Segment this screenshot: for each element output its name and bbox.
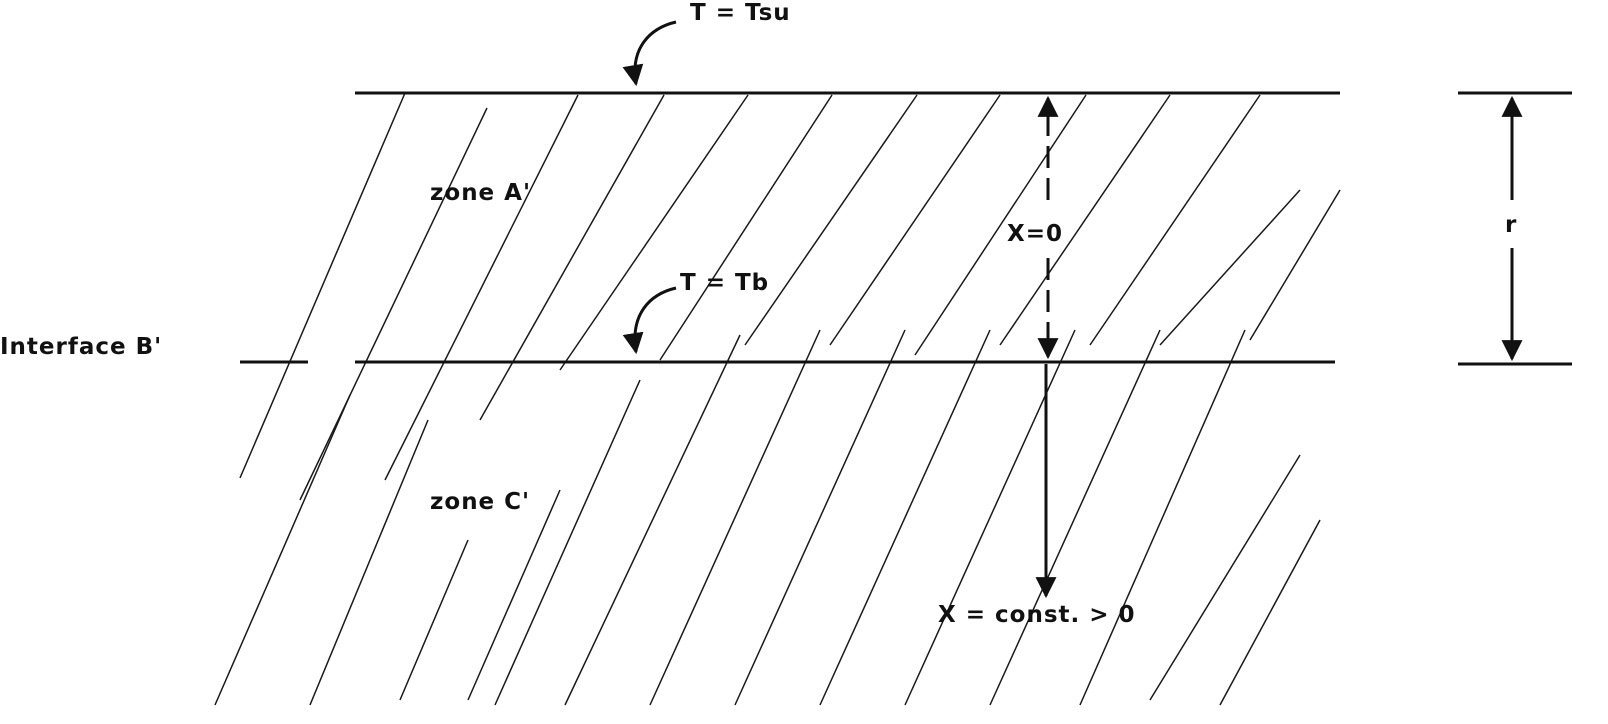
hatch-line [309, 419, 429, 706]
hatch-line [904, 329, 1076, 706]
zone-c-label: zone C' [430, 489, 530, 515]
hatch-line [467, 489, 561, 701]
hatch-line [829, 94, 1001, 346]
hatch-line [1149, 454, 1301, 701]
zone-a-label: zone A' [430, 180, 531, 206]
x-const-label: X = const. > 0 [938, 602, 1136, 628]
hatch-line [734, 329, 906, 706]
hatch-line [239, 92, 406, 479]
hatch-line [914, 94, 1087, 356]
hatch-line [1079, 329, 1246, 706]
hatch-line [384, 94, 579, 481]
hatch-line [559, 94, 749, 371]
hatch-line [1219, 519, 1321, 706]
hatch-lines [214, 92, 1341, 706]
hatch-line [999, 94, 1171, 346]
tsu-pointer-arrow [622, 20, 677, 87]
interface-temperature-label: T = Tb [680, 270, 769, 296]
hatch-line [1089, 94, 1261, 346]
hatch-line [299, 107, 488, 501]
hatch-line [1249, 189, 1341, 341]
hatch-line [744, 94, 918, 346]
hatch-line [989, 329, 1161, 706]
tb-pointer-arrow [622, 286, 677, 355]
x-zero-label: X=0 [1007, 221, 1063, 247]
hatch-line [479, 94, 665, 421]
hatch-line [649, 329, 821, 706]
hatch-line [564, 334, 741, 706]
hatch-line [819, 329, 991, 706]
hatch-line [1159, 189, 1301, 346]
hatch-line [214, 394, 351, 706]
hatch-line [494, 379, 641, 706]
top-temperature-label: T = Tsu [690, 0, 791, 26]
r-label: r [1505, 212, 1517, 238]
hatch-line [659, 94, 833, 361]
interface-label: Interface B' [0, 334, 162, 360]
hatch-line [399, 539, 469, 701]
